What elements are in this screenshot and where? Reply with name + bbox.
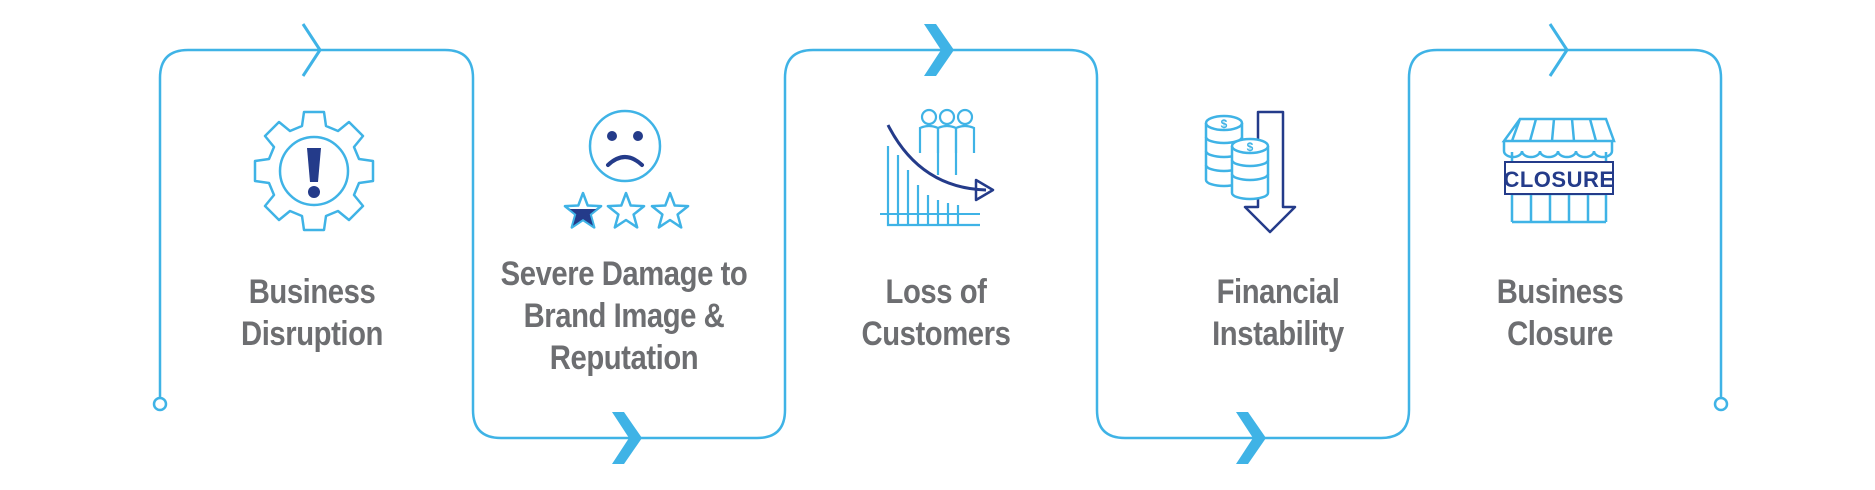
coins-down-arrow-icon: $ $ (1204, 110, 1297, 234)
closure-sign-text: CLOSURE (1503, 167, 1614, 192)
gear-exclamation-icon (253, 110, 375, 232)
rating-star-outline (650, 191, 690, 229)
arrow-solid-4 (1236, 412, 1266, 464)
step-label-line: Financial (1216, 273, 1340, 311)
step-label-line: Brand Image & (523, 297, 725, 335)
arrow-outline-1 (301, 23, 322, 77)
step-label-line: Business (1496, 273, 1624, 311)
svg-text:$: $ (1247, 140, 1254, 154)
arrow-outline-5 (1548, 23, 1569, 77)
rating-star-outline (606, 191, 646, 229)
step-label-line: Loss of (885, 273, 987, 311)
step-label-line: Customers (861, 315, 1011, 353)
sad-face-one-star-rating-icon (563, 109, 690, 229)
svg-text:$: $ (1221, 117, 1228, 131)
flow-connector-line (158, 48, 1723, 440)
step-label-loss-of-customers: Loss of Customers (807, 271, 1065, 355)
rating-star-fill (569, 209, 597, 226)
customers-decline-chart-icon (880, 108, 995, 227)
step-label-line: Instability (1212, 315, 1344, 353)
rating-star-outline (563, 191, 603, 229)
shop-closure-icon: CLOSURE (1501, 117, 1616, 224)
start-dot (152, 396, 168, 412)
step-label-line: Closure (1507, 315, 1613, 353)
step-label-line: Reputation (549, 339, 699, 377)
step-label-line: Business (248, 273, 376, 311)
arrow-solid-2 (612, 412, 642, 464)
step-label-line: Disruption (241, 315, 383, 353)
arrow-solid-3 (924, 24, 954, 76)
step-label-business-disruption: Business Disruption (183, 271, 441, 355)
step-label-line: Severe Damage to (500, 255, 748, 293)
end-dot (1713, 396, 1729, 412)
step-label-financial-instability: Financial Instability (1149, 271, 1407, 355)
step-label-brand-damage: Severe Damage to Brand Image & Reputatio… (495, 253, 753, 379)
step-label-business-closure: Business Closure (1431, 271, 1689, 355)
